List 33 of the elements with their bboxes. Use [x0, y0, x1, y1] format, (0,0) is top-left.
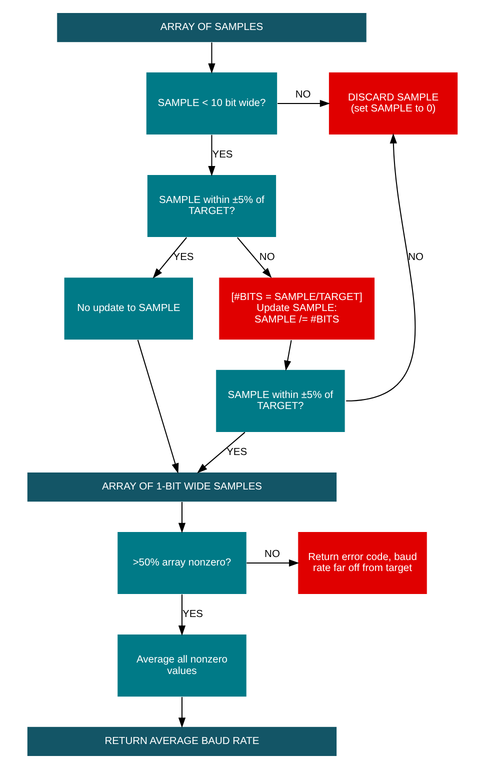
node-box: ARRAY OF 1-BIT WIDE SAMPLES [26, 472, 337, 502]
arrow [178, 502, 186, 534]
node-box: No update to SAMPLE [63, 277, 194, 340]
arrow [208, 42, 215, 74]
node-box: ARRAY OF SAMPLES [56, 12, 366, 43]
node-box: Return error code, baud rate far off from target [297, 531, 427, 595]
node-box: SAMPLE within ±5% of TARGET? [146, 174, 276, 238]
edge-label: NO [294, 89, 310, 100]
node-box: >50% array nonzero? [116, 531, 246, 595]
node-box: RETURN AVERAGE BAUD RATE [26, 726, 337, 757]
arrow [178, 697, 186, 728]
edge-label: YES [212, 149, 232, 160]
edge-label: NO [408, 252, 424, 263]
node-box: [#BITS = SAMPLE/TARGET] Update SAMPLE: SAMPLE /= #BITS [218, 277, 375, 340]
arrow [178, 594, 186, 636]
arrow [284, 340, 292, 371]
edge-label: NO [264, 548, 280, 560]
arrow [246, 559, 299, 567]
arrow [196, 432, 245, 474]
arrow [346, 133, 415, 402]
edge-label: YES [226, 446, 247, 458]
arrow [236, 237, 272, 278]
edge-label: NO [258, 252, 274, 263]
edge-label: YES [172, 252, 194, 263]
node-box: SAMPLE within ±5% of TARGET? [215, 369, 345, 432]
arrow [208, 134, 215, 176]
edge-label: YES [182, 608, 203, 620]
arrow [136, 340, 178, 474]
arrow [277, 100, 330, 108]
node-box: SAMPLE < 10 bit wide? [145, 72, 278, 135]
node-box: DISCARD SAMPLE (set SAMPLE to 0) [328, 72, 458, 135]
node-box: Average all nonzero values [116, 634, 246, 698]
arrow [152, 237, 186, 278]
